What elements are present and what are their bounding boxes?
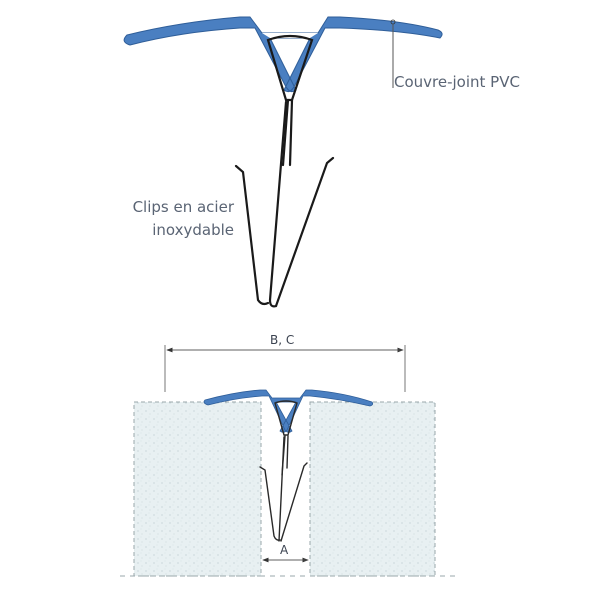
dimension-bc (164, 345, 406, 392)
clip-label-line2: inoxydable (152, 221, 234, 239)
pvc-cover-label: Couvre-joint PVC (394, 73, 520, 91)
concrete-slabs (120, 401, 460, 577)
dimension-a-label: A (280, 543, 289, 557)
clip-label-line1: Clips en acier (132, 198, 234, 216)
dimension-bc-label: B, C (270, 333, 295, 347)
steel-clip-small (259, 400, 308, 542)
pvc-cover-small (203, 389, 374, 433)
steel-clip-large (234, 34, 335, 308)
